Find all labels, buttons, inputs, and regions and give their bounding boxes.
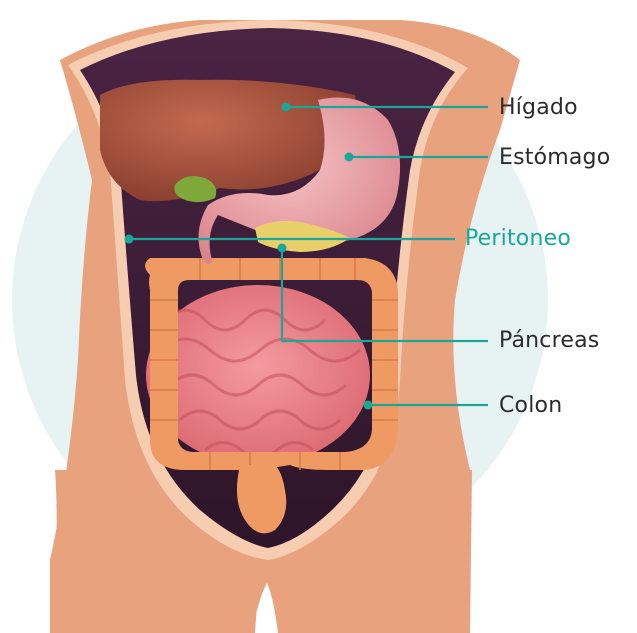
leader-dot-colon	[364, 401, 373, 410]
leader-dot-peritoneum	[125, 235, 134, 244]
label-pancreas: Páncreas	[499, 328, 599, 354]
label-liver: Hígado	[499, 95, 578, 121]
label-peritoneum: Peritoneo	[465, 226, 571, 252]
label-stomach: Estómago	[499, 145, 610, 171]
leader-dot-liver	[282, 103, 291, 112]
leader-dot-stomach	[345, 153, 354, 162]
leader-dot-pancreas	[278, 244, 287, 253]
label-colon: Colon	[499, 393, 562, 419]
